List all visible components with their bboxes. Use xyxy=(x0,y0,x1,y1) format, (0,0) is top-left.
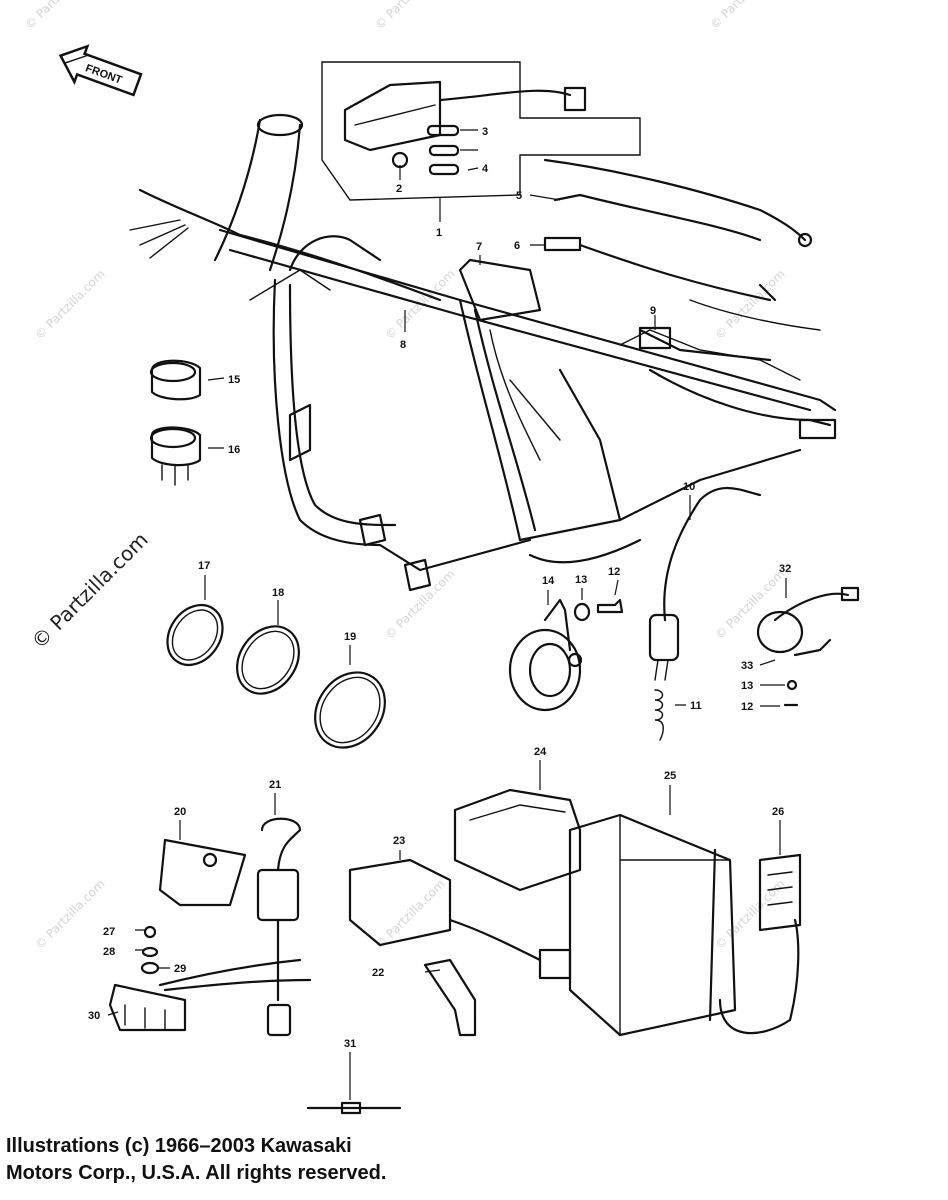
watermark: © Partzilla.com xyxy=(712,877,787,952)
leader-lines xyxy=(107,129,787,1100)
copyright-line-1: Illustrations (c) 1966–2003 Kawasaki xyxy=(6,1135,352,1157)
part-label[interactable]: 7 xyxy=(476,241,482,253)
condenser xyxy=(648,486,762,741)
battery-case xyxy=(453,788,582,892)
copyright-notice: Illustrations (c) 1966–2003 Kawasaki Mot… xyxy=(6,1133,386,1187)
copyright-line-2: Motors Corp., U.S.A. All rights reserved… xyxy=(6,1162,387,1184)
part-label[interactable]: 27 xyxy=(103,926,115,938)
watermark: © Partzilla.com xyxy=(372,877,447,952)
part-label[interactable]: 26 xyxy=(772,806,784,818)
part-label[interactable]: 21 xyxy=(269,779,281,791)
rectifier-group xyxy=(108,838,312,1032)
part-label[interactable]: 4 xyxy=(482,163,489,175)
part-label[interactable]: 13 xyxy=(575,574,587,586)
caution-label xyxy=(758,853,802,932)
part-label[interactable]: 25 xyxy=(664,770,676,782)
fuse-31 xyxy=(306,1101,402,1115)
watermark: © Partzilla.com xyxy=(712,267,787,342)
part-label[interactable]: 22 xyxy=(372,967,384,979)
part-label[interactable]: 6 xyxy=(514,240,520,252)
watermark: © Partzilla.com xyxy=(382,567,457,642)
part-label[interactable]: 9 xyxy=(650,305,656,317)
front-arrow: FRONT xyxy=(58,44,143,97)
part-label[interactable]: 33 xyxy=(741,660,753,672)
relays xyxy=(149,359,202,486)
regulator-group xyxy=(321,61,641,201)
part-label[interactable]: 10 xyxy=(683,481,695,493)
part-label[interactable]: 3 xyxy=(482,126,488,138)
part-label[interactable]: 30 xyxy=(88,1010,100,1022)
part-label[interactable]: 12 xyxy=(741,701,753,713)
part-labels: 1 2 3 4 5 6 7 8 9 10 11 12 13 14 15 16 1… xyxy=(88,126,791,1050)
part-label[interactable]: 24 xyxy=(534,746,547,758)
part-label[interactable]: 31 xyxy=(344,1038,356,1050)
part-label[interactable]: 23 xyxy=(393,835,405,847)
part-label[interactable]: 15 xyxy=(228,374,240,386)
battery-cables xyxy=(543,158,821,331)
part-label[interactable]: 11 xyxy=(690,700,702,712)
watermark: © Partzilla.com xyxy=(22,0,97,32)
part-label[interactable]: 17 xyxy=(198,560,210,572)
buzzer xyxy=(756,586,860,707)
part-label[interactable]: 13 xyxy=(741,680,753,692)
part-label[interactable]: 32 xyxy=(779,563,791,575)
part-label[interactable]: 18 xyxy=(272,587,284,599)
part-label[interactable]: 1 xyxy=(436,227,442,239)
part-label[interactable]: 12 xyxy=(608,566,620,578)
part-label[interactable]: 16 xyxy=(228,444,240,456)
watermark: © Partzilla.com xyxy=(707,0,782,32)
part-label[interactable]: 29 xyxy=(174,963,186,975)
mounting-bands xyxy=(166,604,386,749)
watermark: © Partzilla.com xyxy=(712,567,787,642)
watermark: © Partzilla.com xyxy=(32,877,107,952)
watermark: © Partzilla.com xyxy=(32,267,107,342)
watermark: © Partzilla.com xyxy=(372,0,447,32)
part-label[interactable]: 28 xyxy=(103,946,115,958)
main-switch xyxy=(256,817,302,1037)
part-label[interactable]: 2 xyxy=(396,183,402,195)
frame-and-harness xyxy=(129,113,837,592)
part-label[interactable]: 19 xyxy=(344,631,356,643)
watermark-main: © Partzilla.com xyxy=(27,527,153,653)
part-label[interactable]: 14 xyxy=(542,575,555,587)
part-label[interactable]: 8 xyxy=(400,339,406,351)
battery xyxy=(568,813,800,1037)
part-label[interactable]: 5 xyxy=(516,190,522,202)
horn xyxy=(508,598,624,712)
part-label[interactable]: 20 xyxy=(174,806,186,818)
